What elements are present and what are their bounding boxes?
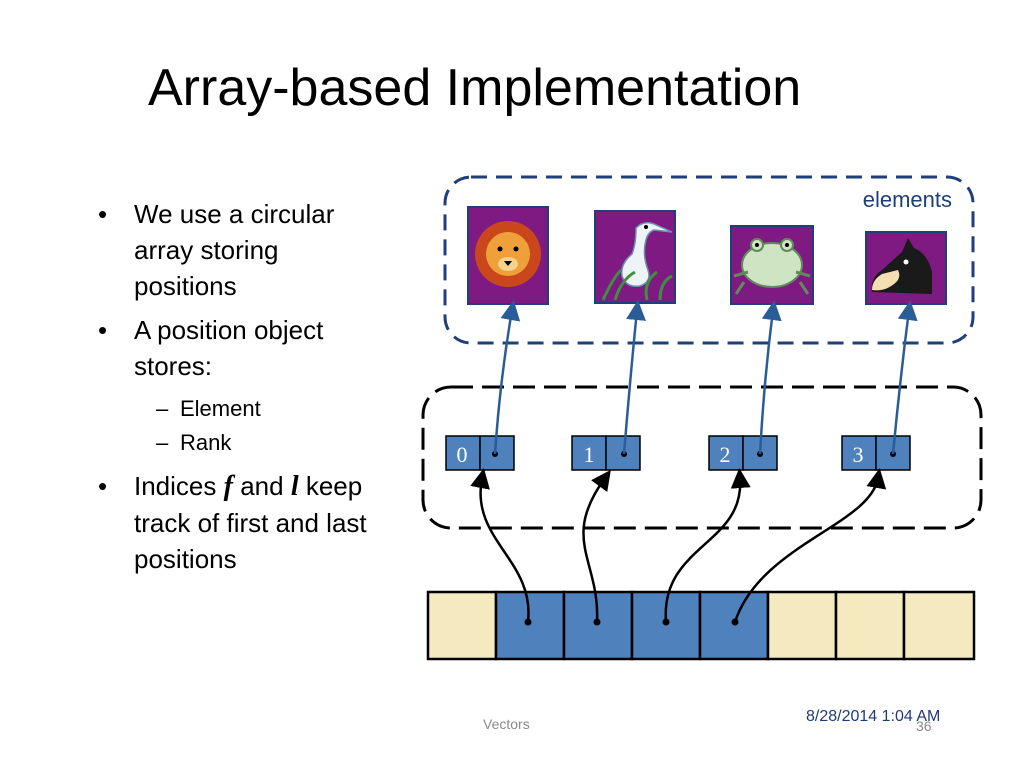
pointer-arrow-0 bbox=[493, 300, 521, 455]
bullet-3: • Indices f and l keep track of first an… bbox=[98, 471, 367, 574]
pointer-arrow-3 bbox=[891, 300, 918, 455]
array-cell-0 bbox=[426, 590, 498, 661]
horse-icon bbox=[865, 231, 947, 305]
array-pointer-arrows bbox=[470, 468, 887, 623]
array-cell-2 bbox=[562, 590, 634, 661]
lion-icon bbox=[467, 206, 549, 305]
array-arrow-3 bbox=[733, 468, 887, 623]
array-cell-4 bbox=[698, 590, 770, 661]
bullet-list: • We use a circular array storing positi… bbox=[98, 196, 378, 585]
pointer-arrow-1 bbox=[622, 300, 646, 455]
array-arrow-0 bbox=[470, 468, 530, 623]
position-index-0: 0 bbox=[457, 442, 468, 467]
array-cell-5 bbox=[766, 590, 838, 661]
bullet-1: • We use a circular array storing positi… bbox=[98, 199, 335, 301]
bullet-3-mid: and bbox=[240, 471, 284, 501]
position-object-1: 1 bbox=[571, 435, 641, 471]
sub-bullet-rank: – Rank bbox=[156, 430, 232, 455]
bullet-2-text: A position object stores: bbox=[134, 315, 324, 381]
footer-page-number: 36 bbox=[916, 718, 932, 734]
footer-date: 8/28/2014 1:04 AM bbox=[806, 708, 941, 725]
index-f: f bbox=[223, 471, 233, 502]
array-cell-1 bbox=[494, 590, 566, 661]
bullet-3-pre: Indices bbox=[134, 471, 217, 501]
position-object-2: 2 bbox=[708, 435, 778, 471]
bullet-3-post: keep track of first and last positions bbox=[134, 471, 367, 574]
array-cell-7 bbox=[902, 590, 976, 661]
element-pointer-arrows bbox=[493, 300, 918, 455]
bullet-2: • A position object stores: bbox=[98, 315, 324, 381]
heron-icon bbox=[594, 210, 676, 304]
array-arrow-1 bbox=[582, 469, 611, 623]
array-arrow-2 bbox=[664, 468, 751, 623]
slide-title: Array-based Implementation bbox=[148, 59, 802, 117]
index-l: l bbox=[290, 471, 299, 502]
elements-container bbox=[443, 175, 975, 345]
position-index-3: 3 bbox=[853, 442, 864, 467]
position-index-1: 1 bbox=[584, 442, 595, 467]
position-object-0: 0 bbox=[445, 435, 515, 471]
position-object-3: 3 bbox=[841, 435, 911, 471]
array-cell-6 bbox=[834, 590, 906, 661]
footer-section-name: Vectors bbox=[483, 716, 530, 732]
bullet-1-text: We use a circular array storing position… bbox=[134, 199, 335, 301]
frog-icon bbox=[730, 225, 814, 305]
sub-bullet-element: – Element bbox=[156, 396, 261, 421]
sub-bullet-2-text: Rank bbox=[180, 430, 232, 455]
circular-array bbox=[426, 590, 976, 661]
positions-container bbox=[421, 385, 983, 530]
pointer-arrow-2 bbox=[758, 300, 782, 455]
position-index-2: 2 bbox=[720, 442, 731, 467]
elements-label: elements bbox=[863, 187, 952, 212]
sub-bullet-1-text: Element bbox=[180, 396, 261, 421]
